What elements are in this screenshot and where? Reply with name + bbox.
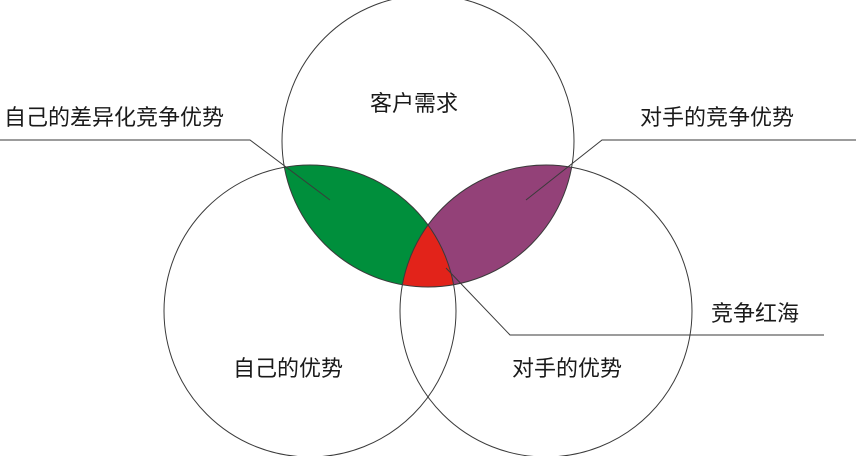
rival-strengths-circle [399, 164, 693, 456]
customer-needs-circle [281, 0, 575, 288]
rival-strengths-label: 对手的优势 [512, 357, 622, 382]
own-differentiated-advantage-leader [0, 139, 331, 201]
rival-competitive-advantage-leader [525, 139, 856, 201]
red-sea-label: 竞争红海 [711, 302, 799, 327]
rival-competitive-advantage-region [400, 165, 574, 287]
red-sea-leader [445, 267, 824, 336]
customer-needs-label: 客户需求 [370, 92, 458, 117]
own-strengths-label: 自己的优势 [233, 357, 343, 382]
own-differentiated-advantage-fill [282, 165, 456, 287]
rival-competitive-advantage-label: 对手的竞争优势 [640, 106, 794, 131]
own-strengths-circle [163, 164, 457, 456]
own-differentiated-advantage-label: 自己的差异化竞争优势 [4, 106, 224, 131]
own-differentiated-advantage-region [282, 165, 456, 287]
rival-competitive-advantage-fill [400, 165, 574, 287]
